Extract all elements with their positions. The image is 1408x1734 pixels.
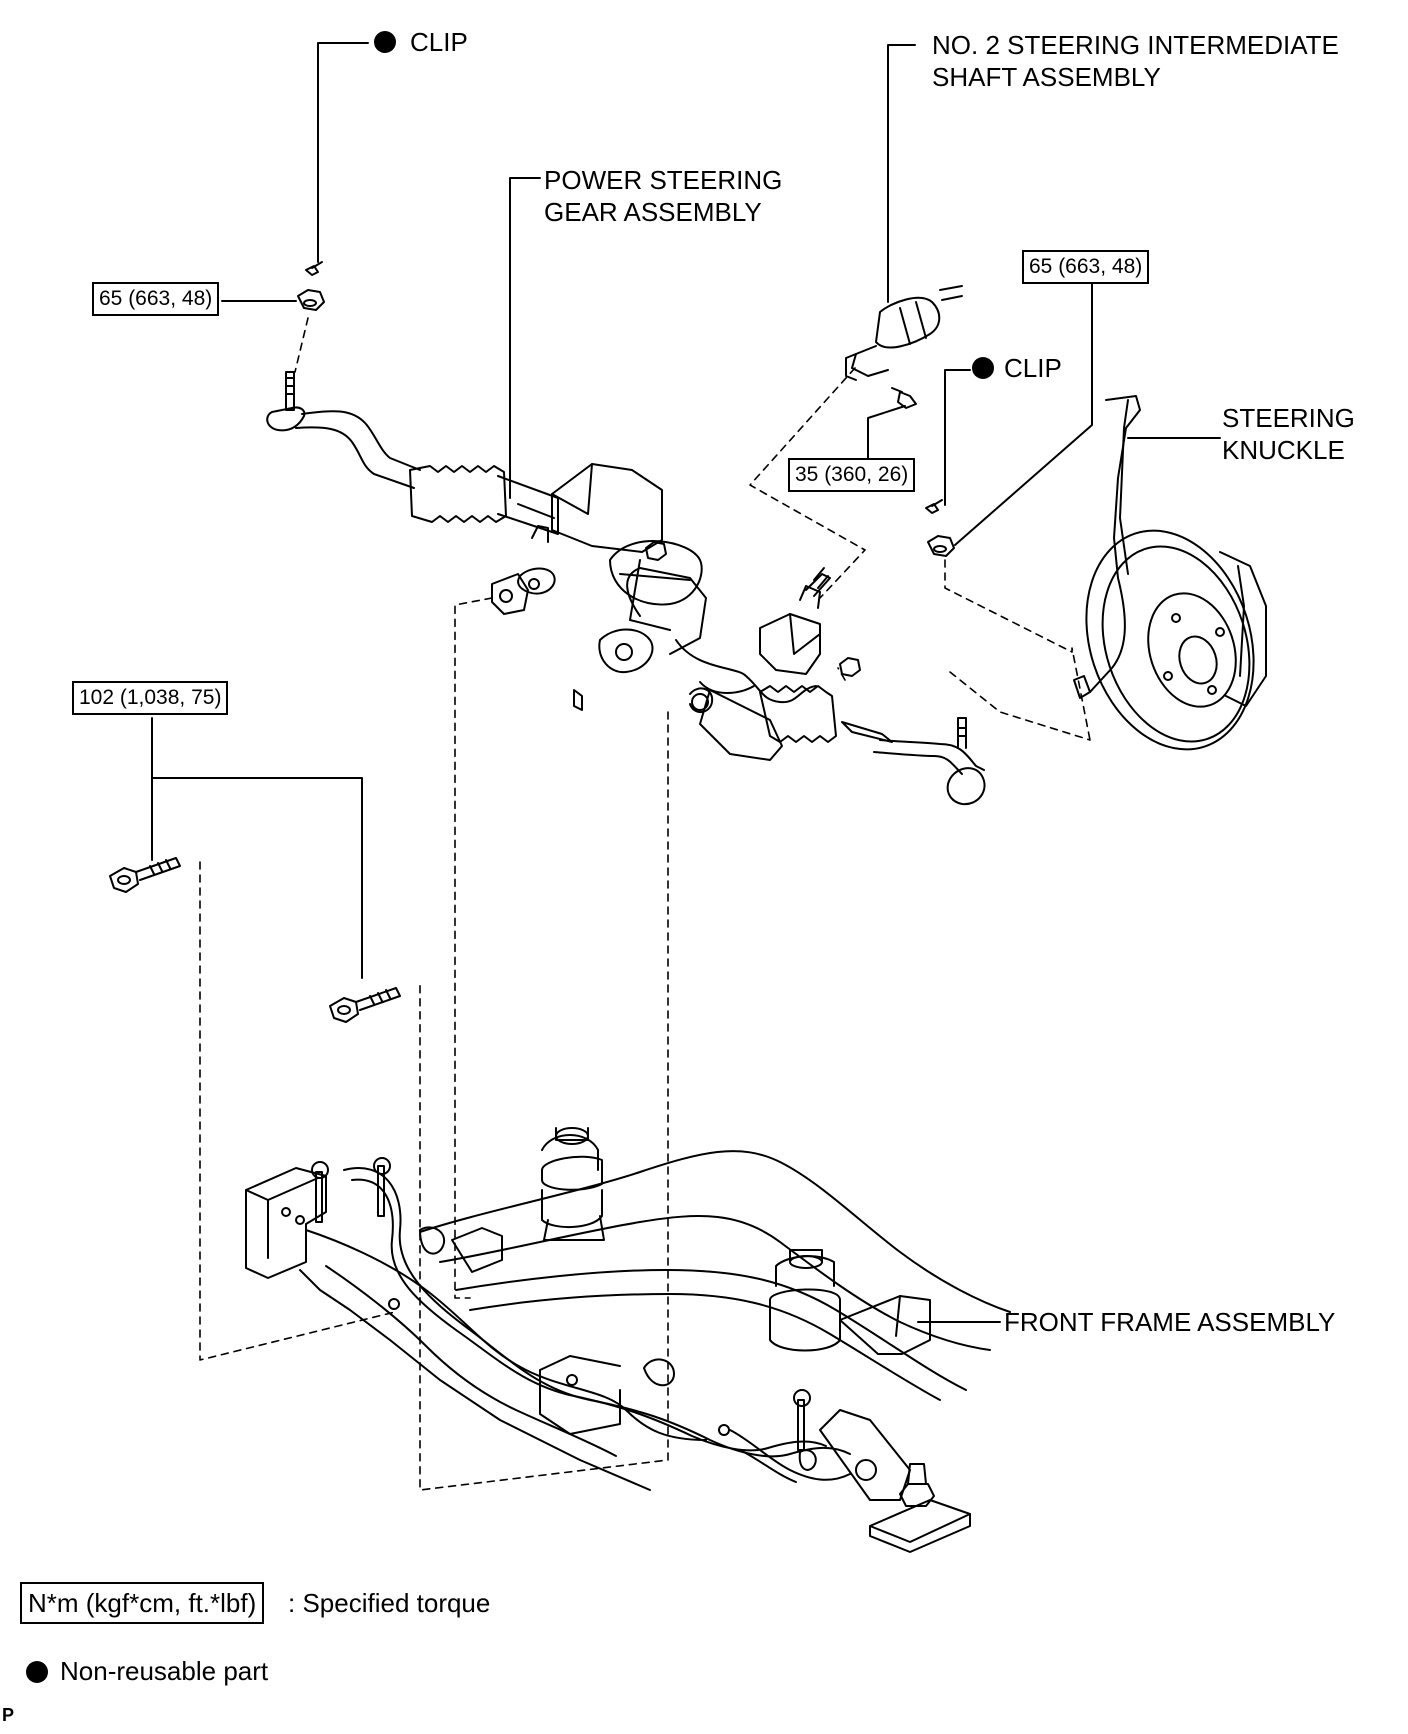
clip-left-part: [306, 262, 322, 275]
steering-knuckle-label-line2: KNUCKLE: [1222, 435, 1345, 465]
front-frame-label: FRONT FRAME ASSEMBLY: [1004, 1307, 1336, 1337]
frame-bolt-right: [330, 988, 400, 1022]
legend-nonreusable-text: Non-reusable part: [60, 1656, 269, 1686]
intermediate-shaft-label-line2: SHAFT ASSEMBLY: [932, 62, 1161, 92]
shaft-bolt: [892, 388, 916, 408]
clip-right-part: [926, 500, 942, 513]
torque-box-tie-rod-right: 65 (663, 48): [1022, 250, 1150, 284]
front-frame-assembly: [246, 1128, 1010, 1552]
clip-right-label: CLIP: [1004, 353, 1062, 383]
torque-box-tie-rod-left: 65 (663, 48): [92, 282, 220, 316]
steering-knuckle-label-line1: STEERING: [1222, 403, 1355, 433]
dashed-lines: [200, 318, 1090, 1490]
gear-assembly-label-line1: POWER STEERING: [544, 165, 783, 195]
intermediate-shaft-label-line1: NO. 2 STEERING INTERMEDIATE: [932, 30, 1339, 60]
tie-rod-end-left: [267, 372, 420, 488]
clip-top-label: CLIP: [410, 27, 468, 57]
leader-lines: [152, 43, 1220, 1322]
steering-knuckle: [1059, 396, 1280, 771]
gear-assembly-label-line2: GEAR ASSEMBLY: [544, 197, 762, 227]
power-steering-gear-assembly: [410, 464, 985, 804]
frame-bolt-left: [110, 858, 180, 892]
tie-rod-nut-right: [928, 536, 954, 556]
torque-box-frame-bolts: 102 (1,038, 75): [72, 681, 229, 715]
torque-box-shaft-bolt: 35 (360, 26): [788, 458, 916, 492]
intermediate-shaft-assembly: [846, 286, 962, 380]
nonreusable-marker-top-clip: [374, 31, 396, 53]
legend-nonreusable-dot: [26, 1661, 48, 1683]
legend-torque-unit: N*m (kgf*cm, ft.*lbf): [20, 1582, 265, 1624]
tie-rod-nut-left: [298, 290, 324, 310]
nonreusable-marker-right-clip: [972, 357, 994, 379]
legend-torque-text: : Specified torque: [288, 1588, 491, 1618]
corner-mark: P: [2, 1705, 15, 1725]
